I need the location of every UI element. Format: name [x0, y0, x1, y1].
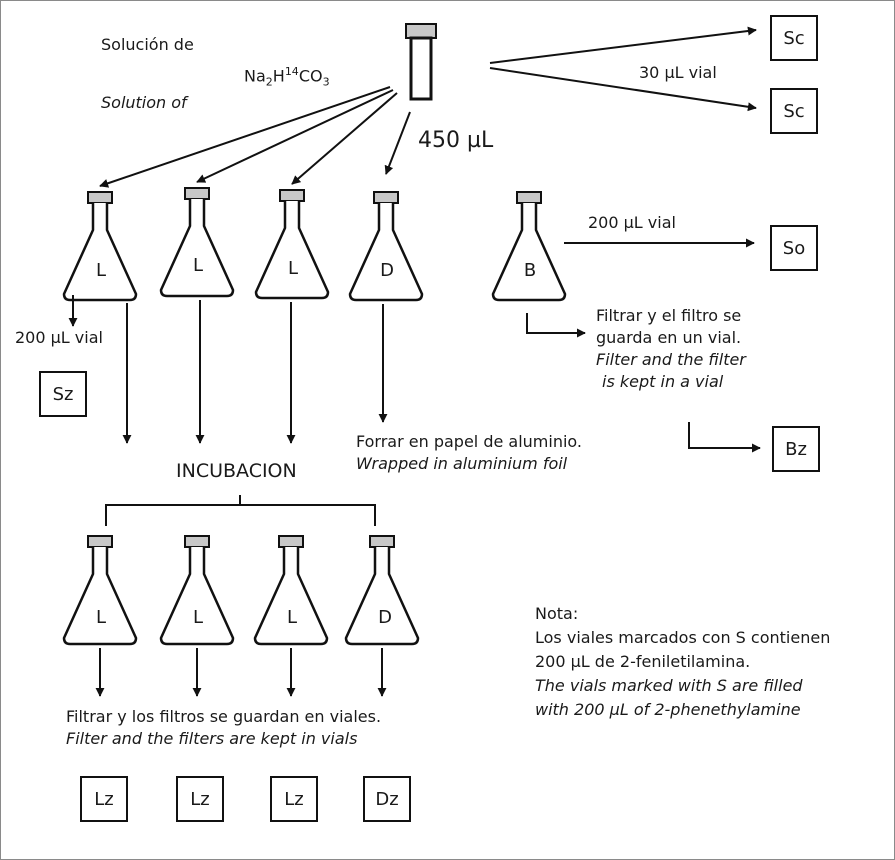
sz-volume-label: 200 µL vial — [15, 328, 103, 347]
nota-en-2: with 200 µL of 2-phenethylamine — [535, 700, 801, 719]
arrow-to-sc-1 — [489, 26, 757, 64]
arrow-b-filter — [526, 313, 586, 338]
vial-lz-3: Lz — [270, 776, 318, 822]
arrow-to-bz — [688, 422, 761, 453]
flask-bottom-4 — [344, 535, 420, 646]
filters-note-es: Filtrar y los filtros se guardan en vial… — [66, 707, 382, 726]
nota-block: Nota: Los viales marcados con S contiene… — [535, 602, 830, 722]
sc-volume-label: 30 µL vial — [639, 63, 717, 82]
filter-b-note-en-2: is kept in a vial — [602, 372, 724, 391]
flask-top-2-label: L — [192, 255, 204, 276]
flask-bottom-4-label: D — [378, 607, 392, 628]
filter-b-note-en-1: Filter and the filter — [596, 350, 746, 369]
filters-note: Filtrar y los filtros se guardan en vial… — [66, 706, 381, 750]
solution-label-en: Solution of — [101, 93, 187, 112]
foil-note-es: Forrar en papel de aluminio. — [356, 432, 583, 451]
nota-title: Nota: — [535, 604, 579, 623]
flask-top-5-label: B — [523, 260, 537, 281]
flask-top-5 — [491, 191, 567, 302]
flask-top-1 — [62, 191, 138, 302]
filter-b-note-es-2: guarda en un vial. — [596, 328, 742, 347]
arrow-to-flask-3 — [291, 92, 398, 185]
flask-top-3-label: L — [287, 258, 299, 279]
vial-lz-1: Lz — [80, 776, 128, 822]
incubation-label: INCUBACION — [176, 460, 297, 482]
nota-es-1: Los viales marcados con S contienen — [535, 628, 831, 647]
flask-bottom-2 — [159, 535, 235, 646]
flask-top-1-label: L — [95, 260, 107, 281]
brace-left — [105, 495, 241, 526]
source-tube — [405, 23, 437, 101]
flask-bottom-3 — [253, 535, 329, 646]
vial-so: So — [770, 225, 818, 271]
arrow-to-flask-4 — [384, 111, 411, 175]
flask-bottom-3-label: L — [286, 607, 298, 628]
foil-note: Forrar en papel de aluminio. Wrapped in … — [356, 431, 582, 475]
flask-bottom-1-label: L — [95, 607, 107, 628]
arrow-to-flask-1 — [99, 86, 391, 188]
vial-lz-2: Lz — [176, 776, 224, 822]
vial-sc-2: Sc — [770, 88, 818, 134]
flask-top-4-label: D — [380, 260, 394, 281]
flask-top-4 — [348, 191, 424, 302]
filter-b-note: Filtrar y el filtro se guarda en un vial… — [596, 305, 746, 393]
main-volume-label: 450 µL — [418, 128, 494, 153]
arrow-to-flask-2 — [196, 89, 394, 183]
solution-formula: Na2H14CO3 — [244, 65, 330, 89]
foil-note-en: Wrapped in aluminium foil — [356, 454, 568, 473]
filters-note-en: Filter and the filters are kept in vials — [66, 729, 358, 748]
flask-top-3 — [254, 189, 330, 300]
flask-bottom-2-label: L — [192, 607, 204, 628]
filter-b-note-es-1: Filtrar y el filtro se — [596, 306, 742, 325]
brace-right — [240, 504, 376, 526]
solution-label-es: Solución de — [101, 35, 194, 54]
vial-dz: Dz — [363, 776, 411, 822]
vial-sz: Sz — [39, 371, 87, 417]
flask-bottom-1 — [62, 535, 138, 646]
vial-sc-1: Sc — [770, 15, 818, 61]
so-volume-label: 200 µL vial — [588, 213, 676, 232]
nota-es-2: 200 µL de 2-feniletilamina. — [535, 652, 751, 671]
arrow-to-sc-2 — [489, 67, 757, 112]
nota-en-1: The vials marked with S are filled — [535, 676, 803, 695]
flask-top-2 — [159, 187, 235, 298]
vial-bz: Bz — [772, 426, 820, 472]
